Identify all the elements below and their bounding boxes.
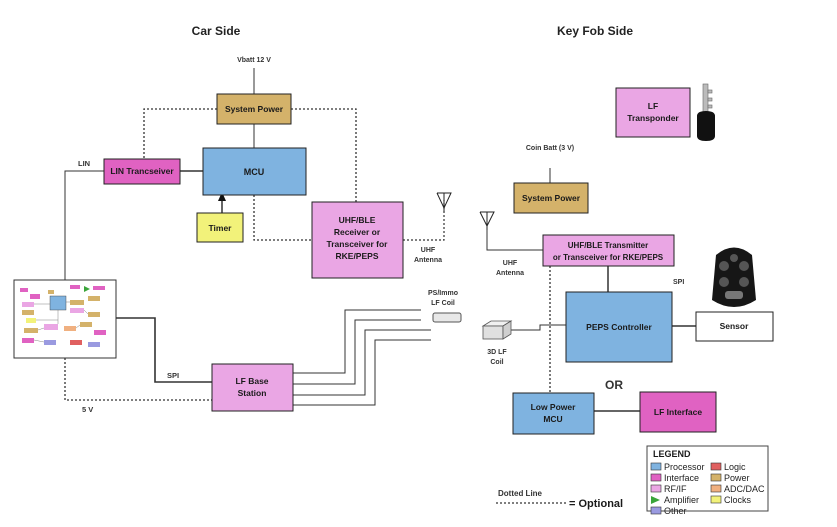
legend-swatch-power	[710, 473, 722, 482]
legend-swatch-rf-if	[650, 484, 662, 493]
svg-text:UHF/BLE: UHF/BLE	[339, 215, 376, 225]
uhf-ble-fob-block: UHF/BLE Transmitter or Transceiver for R…	[542, 234, 675, 267]
legend-swatch-other	[650, 506, 662, 515]
legend-label-power: Power	[724, 473, 750, 483]
svg-text:System Power: System Power	[225, 104, 284, 114]
legend-label-adc-dac: ADC/DAC	[724, 484, 765, 494]
legend-label-clocks: Clocks	[724, 495, 752, 505]
legend-label-other: Other	[664, 506, 687, 516]
uhf-antenna-car-icon	[436, 192, 452, 212]
system-power-car-block: System Power	[216, 93, 292, 125]
uhf-antenna-fob-label-2: Antenna	[496, 270, 524, 277]
timer-block: Timer	[196, 212, 244, 243]
lf-base-station-block: LF Base Station	[211, 363, 294, 412]
mcu-block: MCU	[202, 147, 307, 196]
legend-label-interface: Interface	[664, 473, 699, 483]
uhf-antenna-car-label-2: Antenna	[414, 257, 442, 264]
lf-interface-block: LF Interface	[639, 391, 717, 433]
lf-3d-coil-icon	[481, 320, 513, 340]
legend-swatch-logic	[710, 462, 722, 471]
svg-text:Sensor: Sensor	[720, 321, 750, 331]
key-icon	[697, 83, 715, 141]
legend-label-logic: Logic	[724, 462, 746, 472]
thumbnail-diagram-image	[13, 279, 117, 359]
svg-text:Transponder: Transponder	[627, 113, 679, 123]
legend-swatch-interface	[650, 473, 662, 482]
svg-text:LIN Trancseiver: LIN Trancseiver	[110, 166, 174, 176]
lin-label: LIN	[78, 159, 90, 168]
dotted-line-label: Dotted Line	[498, 489, 543, 498]
svg-text:or Transceiver for RKE/PEPS: or Transceiver for RKE/PEPS	[553, 253, 664, 262]
svg-text:System Power: System Power	[522, 193, 581, 203]
car-side-heading: Car Side	[192, 24, 241, 38]
svg-text:RKE/PEPS: RKE/PEPS	[336, 251, 379, 261]
svg-text:MCU: MCU	[543, 414, 562, 424]
spi-fob-label: SPI	[673, 279, 684, 286]
timer-arrowhead	[218, 192, 226, 201]
ps-immo-label-1: PS/Immo	[428, 290, 458, 297]
system-power-fob-block: System Power	[513, 182, 589, 214]
uhf-antenna-fob-label-1: UHF	[503, 260, 518, 267]
uhf-antenna-car-label-1: UHF	[421, 247, 436, 254]
svg-text:Low Power: Low Power	[531, 402, 577, 412]
lf3d-coil-label-1: 3D LF	[487, 349, 507, 356]
ps-immo-label-2: LF Coil	[431, 300, 455, 307]
svg-text:Timer: Timer	[209, 223, 233, 233]
lin-transceiver-block: LIN Trancseiver	[103, 158, 181, 185]
key-fob-remote-icon	[712, 247, 756, 307]
legend-label-amplifier: Amplifier	[664, 495, 699, 505]
legend-label-rf-if: RF/IF	[664, 484, 687, 494]
key-fob-side-heading: Key Fob Side	[557, 24, 633, 38]
uhf-ble-car-block: UHF/BLE Receiver or Transceiver for RKE/…	[311, 201, 404, 279]
sensor-block: Sensor	[695, 311, 774, 342]
svg-text:LF Base: LF Base	[235, 376, 268, 386]
svg-text:UHF/BLE Transmitter: UHF/BLE Transmitter	[568, 241, 648, 250]
legend-swatch-clocks	[710, 495, 722, 504]
or-label: OR	[605, 378, 623, 392]
optional-note: Dotted Line = Optional	[496, 489, 623, 510]
uhf-antenna-fob-icon	[479, 211, 495, 230]
svg-text:Transceiver for: Transceiver for	[327, 239, 389, 249]
ps-immo-coil-icon	[432, 312, 462, 323]
five-v-label: 5 V	[82, 405, 93, 414]
lf3d-coil-label-2: Coil	[490, 359, 503, 366]
svg-text:Station: Station	[238, 388, 267, 398]
fob-wires	[486, 168, 696, 412]
peps-controller-block: PEPS Controller	[565, 291, 673, 363]
spi-car-label: SPI	[167, 371, 179, 380]
legend-label-processor: Processor	[664, 462, 705, 472]
legend-swatch-amplifier	[651, 496, 660, 504]
svg-text:Receiver or: Receiver or	[334, 227, 381, 237]
svg-text:MCU: MCU	[244, 167, 265, 177]
coin-batt-label: Coin Batt (3 V)	[526, 145, 574, 152]
low-power-mcu-block: Low Power MCU	[512, 392, 595, 435]
lf-transponder-block: LF Transponder	[615, 87, 691, 138]
legend-title: LEGEND	[653, 449, 691, 459]
optional-label: = Optional	[569, 498, 623, 510]
legend-swatch-adc-dac	[710, 484, 722, 493]
svg-text:PEPS Controller: PEPS Controller	[586, 322, 652, 332]
vbatt-label: Vbatt 12 V	[237, 57, 271, 64]
legend-swatch-processor	[650, 462, 662, 471]
svg-text:LF Interface: LF Interface	[654, 407, 702, 417]
svg-text:LF: LF	[648, 101, 658, 111]
